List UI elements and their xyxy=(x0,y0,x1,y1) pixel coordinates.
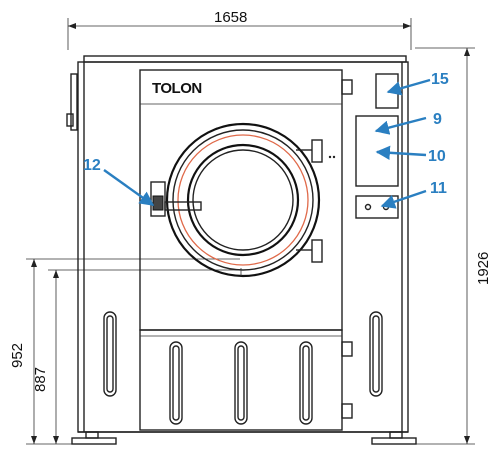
callout-15: 15 xyxy=(431,71,449,88)
callout-10: 10 xyxy=(428,148,446,165)
callout-12: 12 xyxy=(83,157,101,174)
height-total-label: 1926 xyxy=(475,252,490,285)
callout-9: 9 xyxy=(433,111,442,128)
callouts: 15 9 10 11 12 xyxy=(83,71,449,209)
panel-11 xyxy=(355,195,399,219)
panel-9-10 xyxy=(355,115,399,187)
height-887-dimension: 887 xyxy=(32,269,240,444)
callout-11: 11 xyxy=(430,180,447,197)
door-assembly xyxy=(150,122,336,278)
width-dimension-label: 1658 xyxy=(214,9,247,26)
brand-logo: TOLON xyxy=(152,80,202,97)
width-dimension: 1658 xyxy=(67,9,412,50)
height-952-dimension: 952 xyxy=(9,258,240,445)
control-panel xyxy=(341,73,399,419)
door-gasket xyxy=(177,134,309,266)
height-total-dimension: 1926 xyxy=(410,47,490,445)
height-887-label: 887 xyxy=(32,367,49,392)
vent-slots xyxy=(103,311,383,425)
height-952-label: 952 xyxy=(9,343,26,368)
